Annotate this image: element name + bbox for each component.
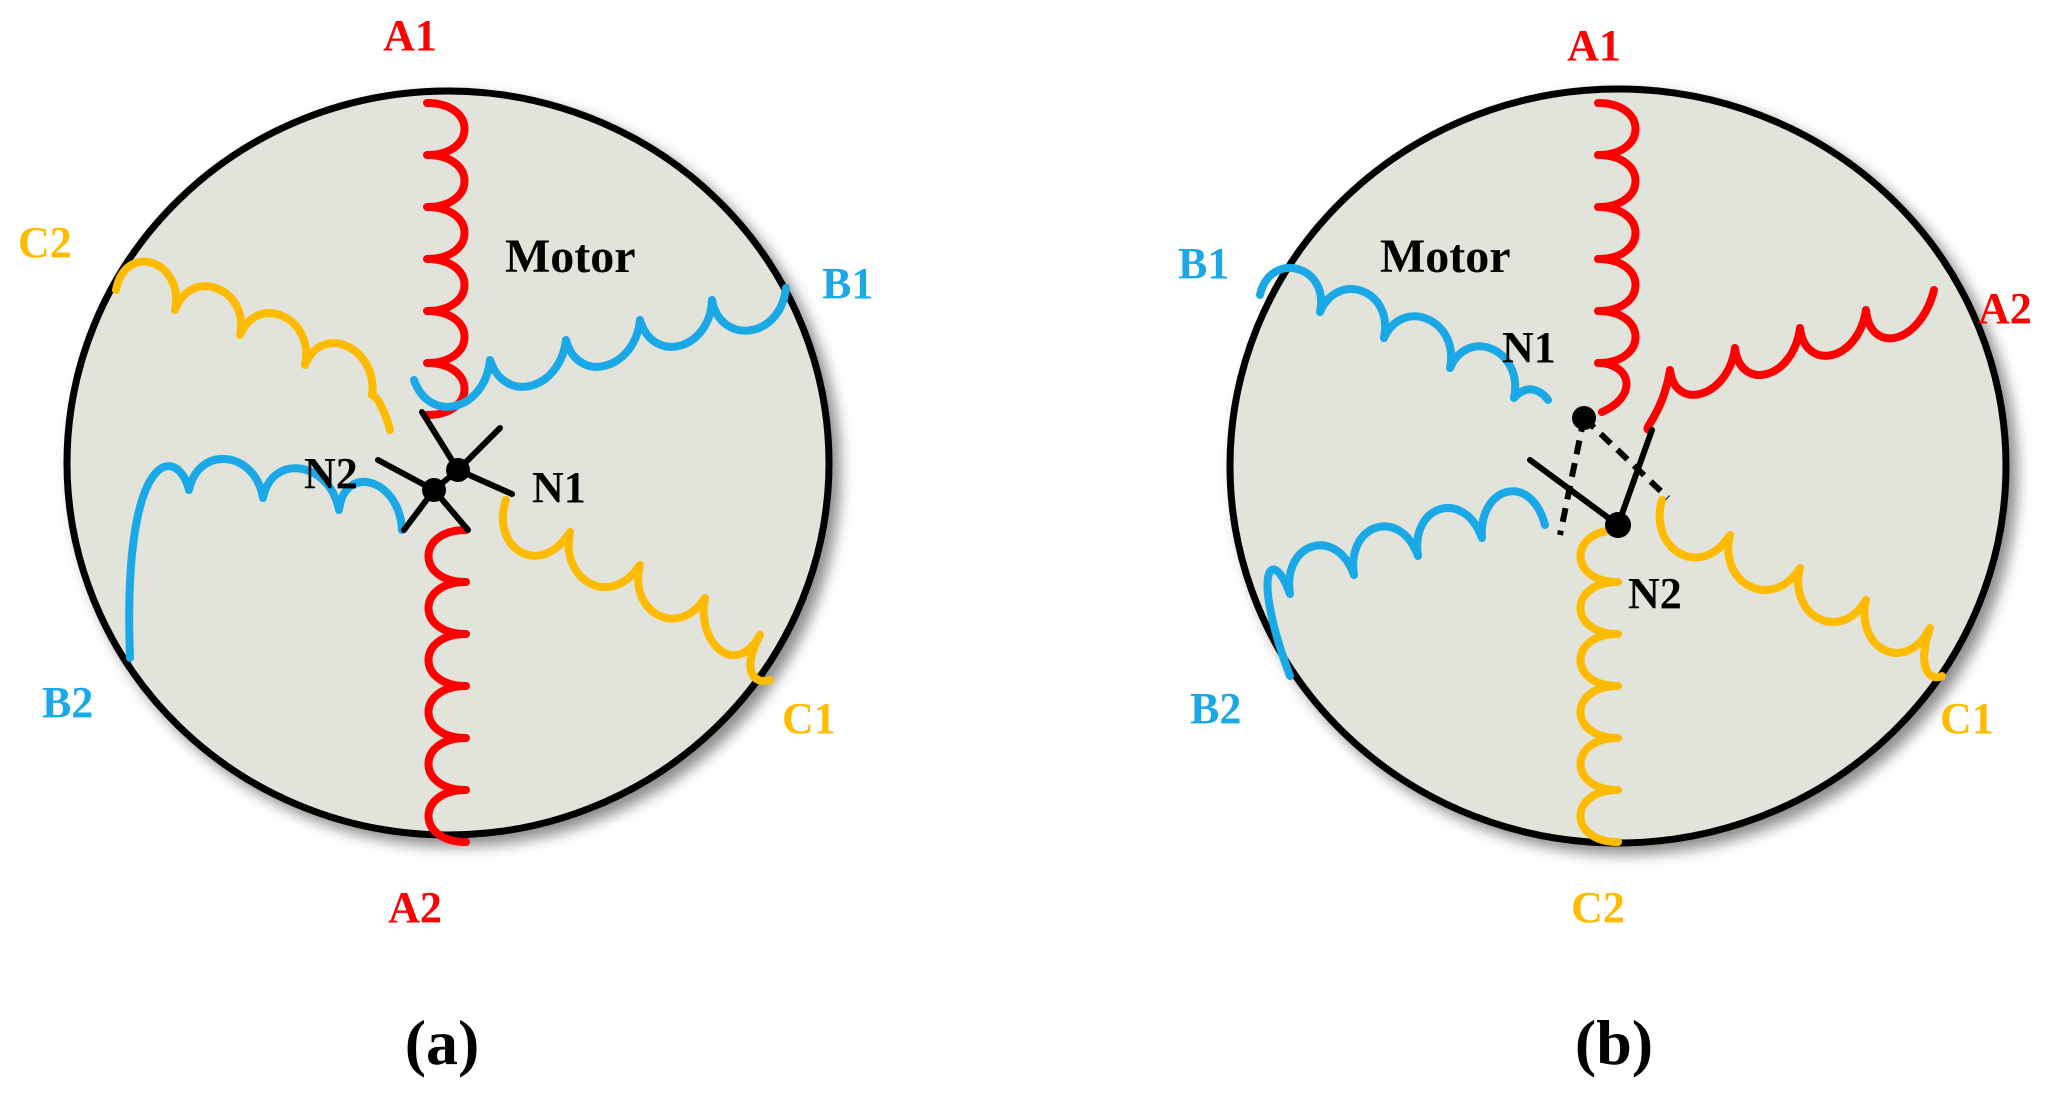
motor-label-b: Motor: [1380, 230, 1511, 283]
coil-a2-b: [1643, 286, 1938, 434]
coil-b2-b: [1263, 487, 1549, 680]
caption-a: (a): [405, 1007, 480, 1078]
neutral-label-n1-a: N1: [532, 463, 586, 512]
terminal-label-c2-a: C2: [18, 218, 72, 267]
terminal-label-c1-b: C1: [1940, 694, 1994, 743]
caption-b: (b): [1575, 1007, 1653, 1078]
neutral-label-n2-a: N2: [304, 449, 358, 498]
coil-a2-a: [424, 526, 470, 846]
neutral-wires-b: [1527, 415, 1671, 536]
coil-c2-a: [112, 257, 394, 434]
motor-label-a: Motor: [505, 230, 636, 283]
terminal-label-b2-a: B2: [42, 678, 93, 727]
terminal-label-c2-b: C2: [1571, 883, 1625, 932]
terminal-label-a2-a: A2: [388, 883, 442, 932]
neutral-point-n1-a: [446, 458, 470, 482]
terminal-label-b1-b: B1: [1178, 239, 1229, 288]
neutral-label-n1-b: N1: [1502, 323, 1556, 372]
terminal-label-b2-b: B2: [1190, 684, 1241, 733]
coil-c1-b: [1655, 496, 1946, 682]
panel-b: A1 A2 B1 B2 C1 C2 N1 N2 Motor (b): [1178, 21, 2032, 1078]
terminal-label-b1-a: B1: [822, 259, 873, 308]
coil-b1-a: [410, 284, 790, 411]
neutral-point-n2-a: [422, 478, 446, 502]
coil-c1-a: [498, 496, 774, 685]
coil-b1-b: [1256, 264, 1552, 404]
coil-b2-a: [125, 454, 406, 662]
panel-a: A1 A2 B1 B2 C1 C2 N1 N2 Motor (a): [18, 11, 873, 1078]
neutral-point-n2-b: [1605, 512, 1631, 538]
neutral-label-n2-b: N2: [1628, 569, 1682, 618]
terminal-label-a1-b: A1: [1567, 21, 1621, 70]
motor-body-a: [63, 87, 833, 839]
neutral-point-n1-b: [1572, 406, 1596, 430]
coil-a1-a: [423, 99, 469, 419]
coil-a1-b: [1594, 99, 1640, 416]
terminal-label-a2-b: A2: [1978, 284, 2032, 333]
terminal-label-a1-a: A1: [383, 11, 437, 60]
terminal-label-c1-a: C1: [782, 694, 836, 743]
coil-c2-b: [1576, 526, 1622, 846]
